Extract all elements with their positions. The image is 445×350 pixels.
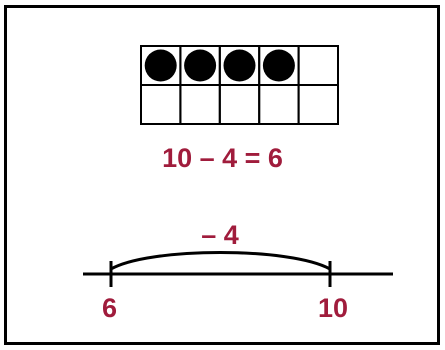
counter-dot bbox=[144, 49, 177, 82]
ten-frame-cell bbox=[258, 84, 300, 125]
ten-frame-cell bbox=[218, 84, 261, 125]
ten-frame bbox=[140, 45, 340, 125]
counter-dot bbox=[262, 49, 295, 82]
ten-frame-cell bbox=[140, 84, 182, 125]
tick-label-start: 6 bbox=[102, 293, 118, 323]
counter-dot bbox=[184, 49, 217, 82]
ten-frame-cell bbox=[297, 84, 340, 125]
equation-text: 10 – 4 = 6 bbox=[162, 143, 283, 173]
tick-label-end: 10 bbox=[318, 293, 349, 323]
ten-frame-cell bbox=[297, 45, 340, 86]
diagram-frame bbox=[4, 5, 440, 345]
jump-label: – 4 bbox=[201, 220, 239, 250]
counter-dot bbox=[223, 49, 256, 82]
ten-frame-cell bbox=[179, 84, 221, 125]
number-line bbox=[83, 251, 393, 287]
jump-arc bbox=[110, 251, 331, 271]
